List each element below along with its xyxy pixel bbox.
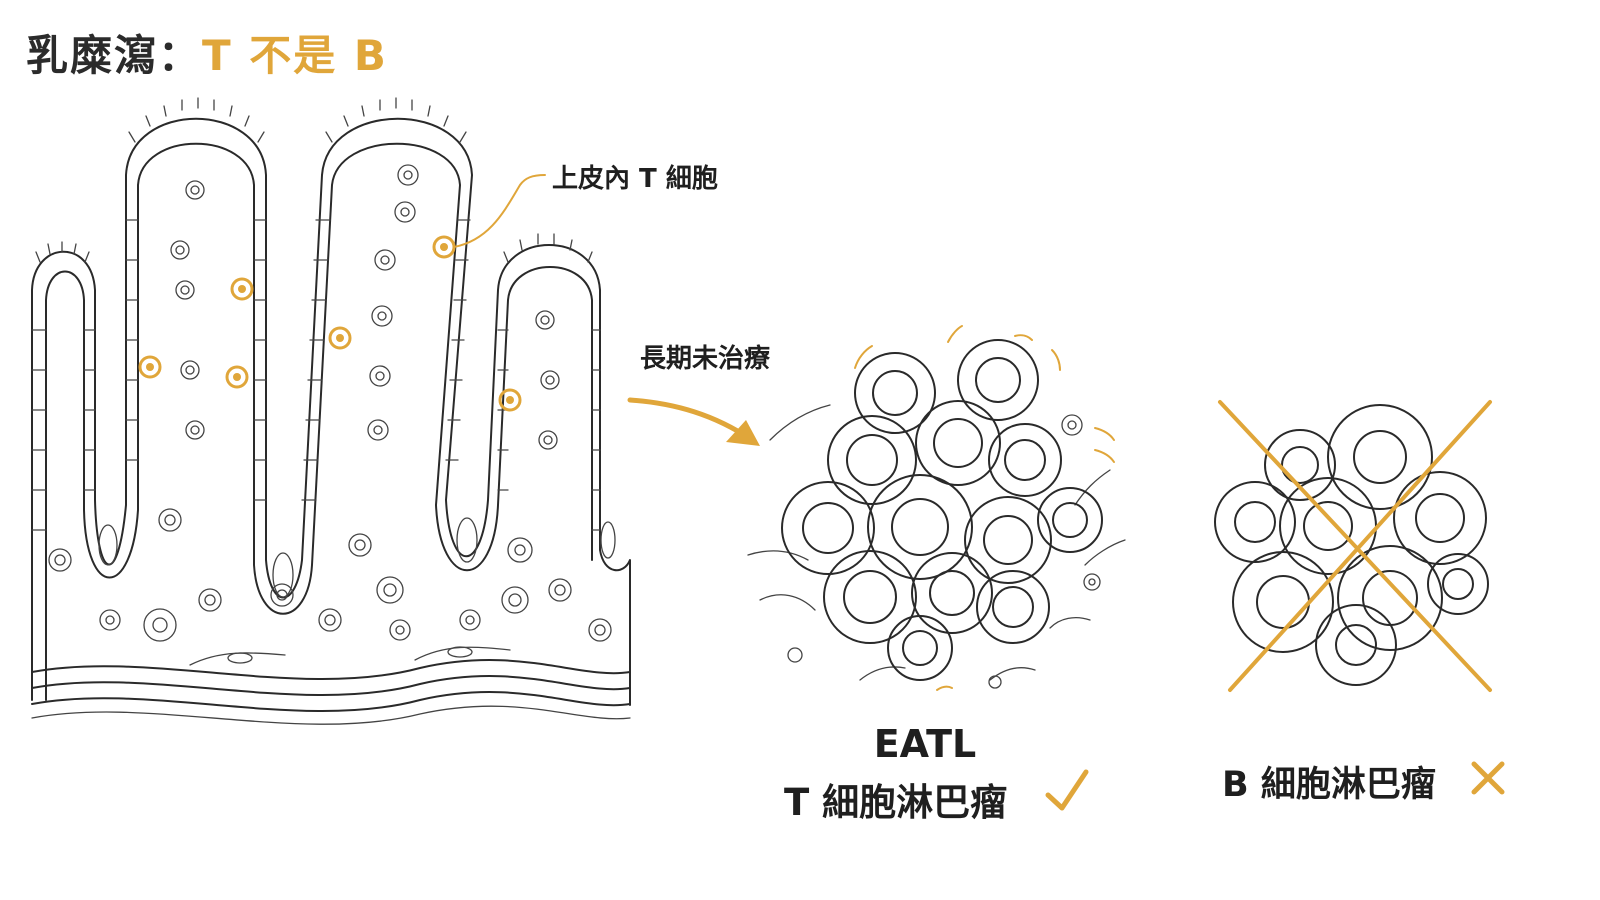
label-progression: 長期未治療 — [640, 338, 770, 375]
muscularis-line-1 — [32, 660, 630, 679]
label-intraepithelial-t-cells: 上皮內 T 細胞 — [552, 158, 718, 195]
b-cell-cluster — [1215, 402, 1490, 690]
eatl-cells — [782, 340, 1102, 680]
progression-arrow — [630, 400, 760, 446]
microvilli-v1 — [129, 98, 264, 142]
intraepithelial-t-cells — [140, 237, 520, 410]
fibroblast-2 — [415, 647, 510, 660]
label-t-cell-lymphoma: T 細胞淋巴瘤 — [784, 772, 1007, 826]
eatl-stroma-fibers — [748, 405, 1125, 680]
microvilli-v3 — [504, 234, 592, 262]
microvilli-v2 — [326, 98, 466, 142]
label-eatl: EATL — [820, 722, 1030, 766]
label-b-cell-lymphoma: B 細胞淋巴瘤 — [1222, 756, 1436, 807]
crypt-goblet-cells — [99, 518, 615, 597]
check-icon — [1048, 772, 1086, 808]
cross-icon — [1474, 764, 1502, 792]
fibroblast-nucleus-2 — [448, 647, 472, 657]
eatl-cell-cluster — [748, 326, 1125, 690]
intestinal-villi-illustration — [32, 98, 630, 724]
muscularis-line-4 — [32, 706, 630, 724]
fibroblast-nucleus-1 — [228, 653, 252, 663]
